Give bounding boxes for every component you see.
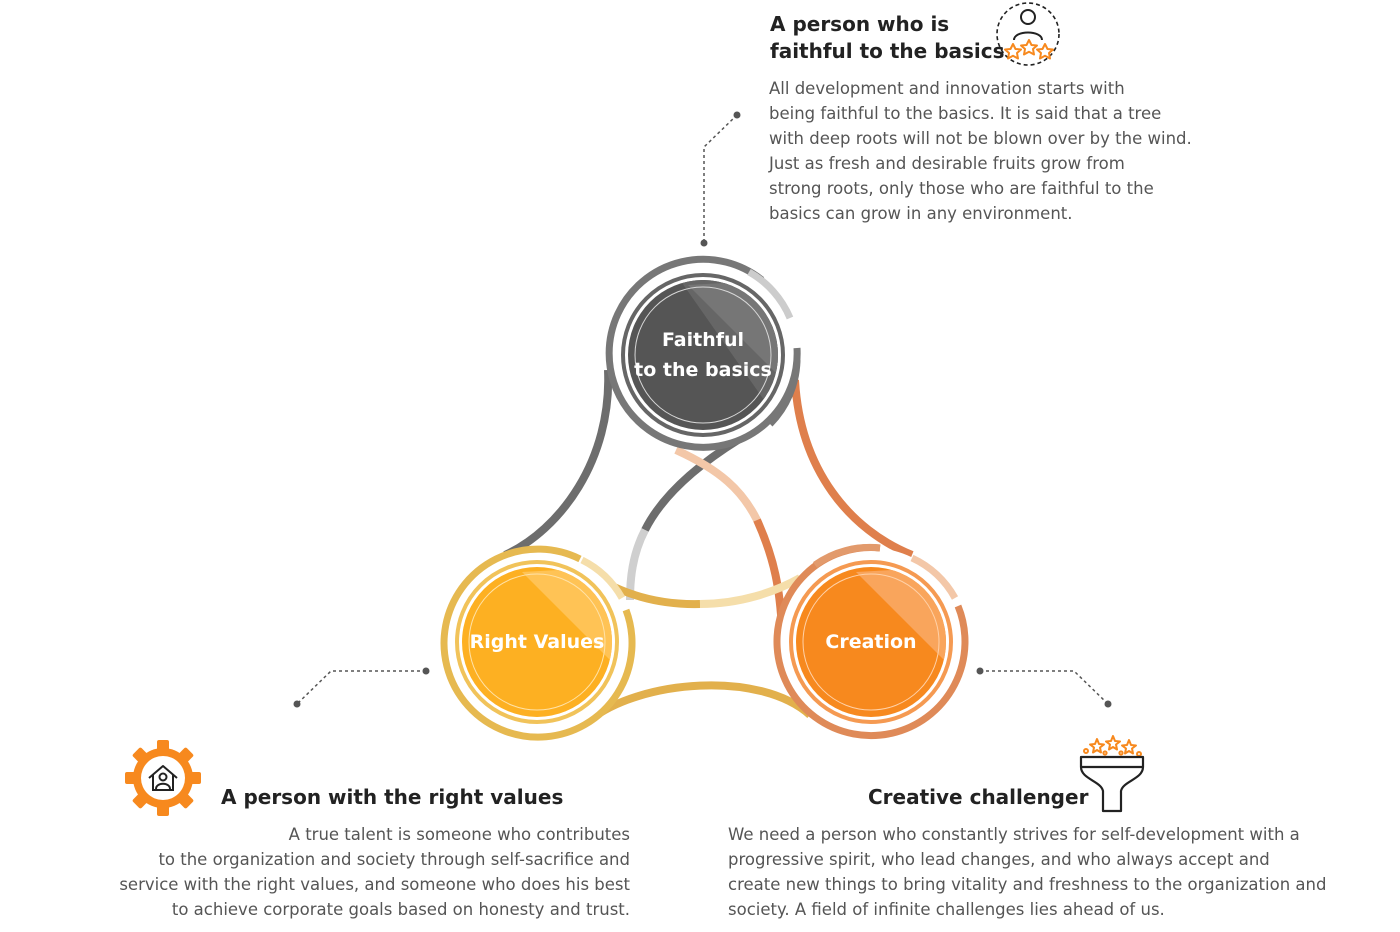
circle-left-label: Right Values bbox=[469, 631, 605, 653]
band-top-right bbox=[791, 379, 914, 559]
person-with-stars-icon bbox=[996, 2, 1060, 66]
top-description-line: Just as fresh and desirable fruits grow … bbox=[769, 154, 1125, 173]
left-description-line: A true talent is someone who contributes bbox=[288, 825, 630, 844]
top-description: All development and innovation starts wi… bbox=[769, 76, 1192, 226]
right-heading: Creative challenger bbox=[868, 785, 1089, 809]
left-description-line: to achieve corporate goals based on hone… bbox=[171, 900, 630, 919]
band-inner-gray bbox=[641, 436, 741, 532]
right-description-line: society. A field of infinite challenges … bbox=[728, 900, 1165, 919]
top-description-line: All development and innovation starts wi… bbox=[769, 79, 1125, 98]
circle-top-label-line1: Faithful bbox=[661, 329, 745, 351]
top-description-line: strong roots, only those who are faithfu… bbox=[769, 179, 1154, 198]
top-description-line: with deep roots will not be blown over b… bbox=[769, 129, 1192, 148]
band-top-left bbox=[503, 369, 613, 559]
leader-top bbox=[703, 114, 738, 243]
circle-top-label: Faithful to the basics bbox=[603, 325, 803, 385]
top-description-line: basics can grow in any environment. bbox=[769, 204, 1073, 223]
top-description-line: being faithful to the basics. It is said… bbox=[769, 104, 1162, 123]
leader-lines bbox=[296, 114, 1109, 705]
circle-right bbox=[773, 543, 969, 740]
circle-top-label-line2: to the basics bbox=[634, 359, 772, 381]
top-heading: A person who is faithful to the basics bbox=[770, 11, 1005, 65]
leader-dots bbox=[293, 111, 1112, 708]
top-heading-line2: faithful to the basics bbox=[770, 39, 1005, 63]
funnel-stars-icon bbox=[1079, 735, 1145, 813]
right-description: We need a person who constantly strives … bbox=[728, 822, 1326, 922]
left-description-line: service with the right values, and someo… bbox=[119, 875, 630, 894]
right-description-line: progressive spirit, who lead changes, an… bbox=[728, 850, 1270, 869]
circle-right-label: Creation bbox=[825, 631, 917, 653]
right-description-line: create new things to bring vitality and … bbox=[728, 875, 1327, 894]
leader-right bbox=[980, 670, 1109, 705]
right-description-line: We need a person who constantly strives … bbox=[728, 825, 1300, 844]
left-description-line: to the organization and society through … bbox=[158, 850, 630, 869]
leader-left bbox=[296, 670, 426, 705]
band-inner-orange-light bbox=[674, 446, 761, 522]
top-heading-line1: A person who is bbox=[770, 12, 950, 36]
band-inner-gray-light bbox=[626, 528, 649, 601]
circle-left bbox=[440, 545, 636, 741]
gear-house-person-icon bbox=[125, 740, 201, 816]
circle-top bbox=[605, 255, 801, 451]
left-heading: A person with the right values bbox=[221, 785, 564, 809]
band-inner-yellow-light bbox=[699, 574, 802, 608]
left-description: A true talent is someone who contributes… bbox=[90, 822, 630, 922]
